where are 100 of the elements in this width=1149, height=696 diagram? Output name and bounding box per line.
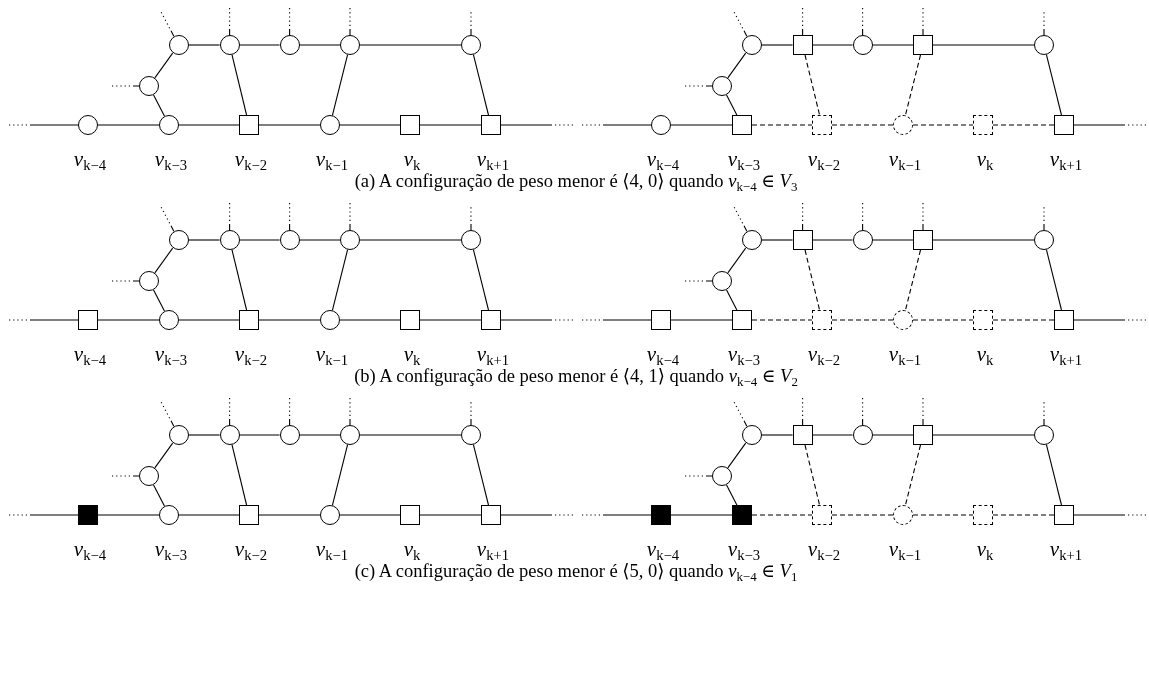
vertex-circle xyxy=(741,425,762,445)
vertex-label: v$_{k−1}$ xyxy=(888,148,922,170)
vertex-label: v$_{k}$ xyxy=(976,148,994,170)
edge-line xyxy=(258,124,321,126)
edge-line xyxy=(932,44,1035,46)
vertex-circle xyxy=(741,35,762,55)
vertex-circle xyxy=(219,230,240,250)
edge-line xyxy=(359,434,462,436)
edge-line xyxy=(154,52,174,79)
vertex-circle xyxy=(340,230,360,250)
vertex-label: v$_{k−4}$ xyxy=(73,538,107,560)
dashed-edge-line xyxy=(804,54,821,116)
dashed-vertex-square xyxy=(973,310,993,330)
vertex-square xyxy=(78,310,98,330)
dashed-vertex-square xyxy=(812,115,832,135)
edge-line xyxy=(812,44,854,46)
vertex-circle xyxy=(741,230,762,250)
vertex-label: v$_{k+1}$ xyxy=(1049,538,1083,560)
edge-line xyxy=(299,44,341,46)
edge-line xyxy=(97,319,160,321)
edge-line xyxy=(331,54,349,116)
dashed-edge-line xyxy=(804,444,821,506)
dashed-edge-line xyxy=(831,514,894,516)
edge-line xyxy=(1045,444,1063,506)
edge-line xyxy=(726,484,738,506)
edge-line xyxy=(472,249,490,311)
dashed-edge-line xyxy=(751,124,813,126)
dashed-edge-line xyxy=(831,124,894,126)
edge-line xyxy=(231,444,248,506)
vertex-label: v$_{k+1}$ xyxy=(476,343,510,365)
dotted-stub-line xyxy=(159,399,175,427)
edge-line xyxy=(1045,249,1063,311)
edge-line xyxy=(339,319,401,321)
dashed-vertex-square xyxy=(973,115,993,135)
dashed-edge-line xyxy=(904,444,922,506)
vertex-label: v$_{k+1}$ xyxy=(1049,148,1083,170)
vertex-circle xyxy=(168,230,189,250)
vertex-square xyxy=(400,310,420,330)
dashed-vertex-circle xyxy=(893,115,913,135)
vertex-circle xyxy=(340,425,360,445)
vertex-square xyxy=(1054,505,1074,525)
edge-line xyxy=(178,319,240,321)
edge-line xyxy=(359,44,462,46)
vertex-circle xyxy=(712,466,732,486)
vertex-label: v$_{k−4}$ xyxy=(646,148,680,170)
vertex-circle xyxy=(279,35,300,55)
vertex-circle xyxy=(340,35,360,55)
vertex-label: v$_{k}$ xyxy=(403,148,421,170)
vertex-label: v$_{k−1}$ xyxy=(888,343,922,365)
dashed-edge-line xyxy=(912,124,974,126)
edge-line xyxy=(178,514,240,516)
edge-line xyxy=(231,249,248,311)
dotted-stub-line xyxy=(470,399,472,426)
dashed-edge-line xyxy=(751,514,813,516)
vertex-label: v$_{k−2}$ xyxy=(234,538,268,560)
edge-line xyxy=(670,124,733,126)
vertex-circle xyxy=(139,466,159,486)
vertex-circle xyxy=(139,271,159,291)
edge-line xyxy=(239,44,281,46)
vertex-square xyxy=(913,35,933,55)
vertex-label: v$_{k−1}$ xyxy=(315,148,349,170)
vertex-circle xyxy=(78,115,98,135)
vertex-circle xyxy=(159,310,179,330)
dashed-edge-line xyxy=(831,319,894,321)
edge-line xyxy=(339,124,401,126)
edge-line xyxy=(726,94,738,116)
vertex-square xyxy=(400,115,420,135)
edge-line xyxy=(419,514,482,516)
vertex-square xyxy=(481,310,501,330)
vertex-label: v$_{k}$ xyxy=(403,343,421,365)
vertex-circle xyxy=(320,310,340,330)
edge-line xyxy=(299,434,341,436)
vertex-label: v$_{k+1}$ xyxy=(1049,343,1083,365)
vertex-circle xyxy=(159,115,179,135)
dashed-edge-line xyxy=(804,249,821,311)
edge-line xyxy=(670,319,733,321)
edge-line xyxy=(239,434,281,436)
edge-line xyxy=(187,434,221,436)
vertex-label: v$_{k−1}$ xyxy=(315,343,349,365)
vertex-circle xyxy=(461,230,481,250)
vertex-label: v$_{k−4}$ xyxy=(646,538,680,560)
vertex-circle xyxy=(852,230,873,250)
vertex-label: v$_{k−2}$ xyxy=(234,343,268,365)
dashed-vertex-square xyxy=(812,505,832,525)
vertex-label: v$_{k}$ xyxy=(976,538,994,560)
vertex-label: v$_{k−4}$ xyxy=(73,343,107,365)
dashed-edge-line xyxy=(904,249,922,311)
vertex-circle xyxy=(461,35,481,55)
vertex-circle xyxy=(712,76,732,96)
dotted-stub-line xyxy=(1073,514,1149,516)
vertex-square xyxy=(400,505,420,525)
vertex-square xyxy=(792,230,813,250)
vertex-square xyxy=(913,425,933,445)
dashed-edge-line xyxy=(751,319,813,321)
edge-line xyxy=(258,319,321,321)
vertex-square xyxy=(239,505,259,525)
filled-vertex-square xyxy=(732,505,752,525)
vertex-circle xyxy=(219,35,240,55)
vertex-square xyxy=(732,115,752,135)
edge-line xyxy=(760,434,794,436)
